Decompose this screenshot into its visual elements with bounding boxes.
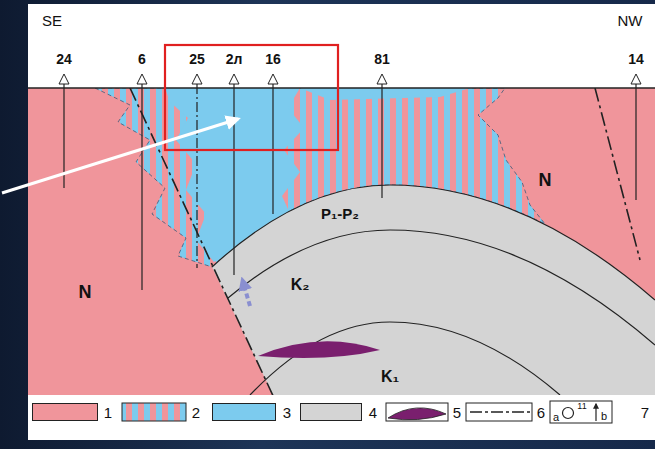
p-top-line	[212, 185, 655, 300]
well-line	[233, 84, 234, 275]
well-number: 2л	[226, 52, 243, 66]
legend-fault	[470, 411, 530, 413]
legend-swatch	[300, 403, 362, 421]
legend-number: 6	[537, 405, 545, 420]
migration-arrow	[243, 282, 250, 306]
well-heads	[59, 74, 641, 84]
fault-line	[595, 88, 640, 260]
well-head	[59, 74, 69, 84]
legend-number: 4	[369, 405, 377, 420]
legend-swatch	[212, 403, 276, 421]
legend-well-frame	[550, 401, 612, 423]
legend-number: 5	[453, 405, 461, 420]
deposit-lens	[258, 341, 380, 358]
well-number: 25	[189, 52, 205, 66]
legend-lens	[388, 408, 446, 420]
k2-top-line	[228, 230, 655, 345]
k1-top-line	[250, 322, 560, 395]
well-number: 16	[265, 52, 281, 66]
legend-lens-frame	[386, 403, 448, 421]
neogene-fill	[28, 88, 655, 395]
well-head	[192, 74, 202, 84]
legend-symbol-text: 11	[577, 402, 586, 411]
water-zone-top	[300, 88, 470, 100]
legend-well-symbol	[563, 408, 574, 419]
formation-label: K₁	[381, 369, 399, 385]
well-head	[137, 74, 147, 84]
direction-label: NW	[618, 13, 643, 28]
legend-number: 2	[192, 405, 200, 420]
well-number: 24	[56, 52, 72, 66]
legend-symbol-text: a	[553, 412, 559, 423]
legend-symbol-text: b	[601, 411, 607, 422]
direction-label: SE	[42, 13, 62, 28]
formation-label: P₁-P₂	[321, 206, 359, 221]
well-head	[631, 74, 641, 84]
well-head	[377, 74, 387, 84]
formation-label: K₂	[291, 277, 310, 293]
anticline-fill	[212, 185, 655, 395]
well-number: 14	[628, 52, 644, 66]
legend-fault-frame	[466, 403, 532, 421]
legend-number: 1	[104, 405, 112, 420]
legend-stripes	[122, 403, 186, 421]
well-head	[268, 74, 278, 84]
well-number: 81	[374, 52, 390, 66]
well-number: 6	[138, 52, 146, 66]
fault-line	[130, 88, 275, 395]
well-line	[381, 84, 382, 198]
legend-number: 3	[283, 405, 291, 420]
legend-swatch	[32, 403, 98, 421]
wells	[64, 84, 636, 290]
panel	[28, 4, 655, 440]
formation-label: N	[79, 283, 92, 301]
legend-well-arrow	[595, 404, 596, 421]
formation-label: N	[539, 171, 552, 189]
pointer-arrow	[2, 119, 238, 193]
ground-surface	[28, 87, 655, 88]
well-head	[229, 74, 239, 84]
well-line	[196, 84, 197, 268]
well-line	[141, 84, 142, 290]
legend-number: 7	[641, 405, 649, 420]
well-line	[635, 84, 636, 200]
